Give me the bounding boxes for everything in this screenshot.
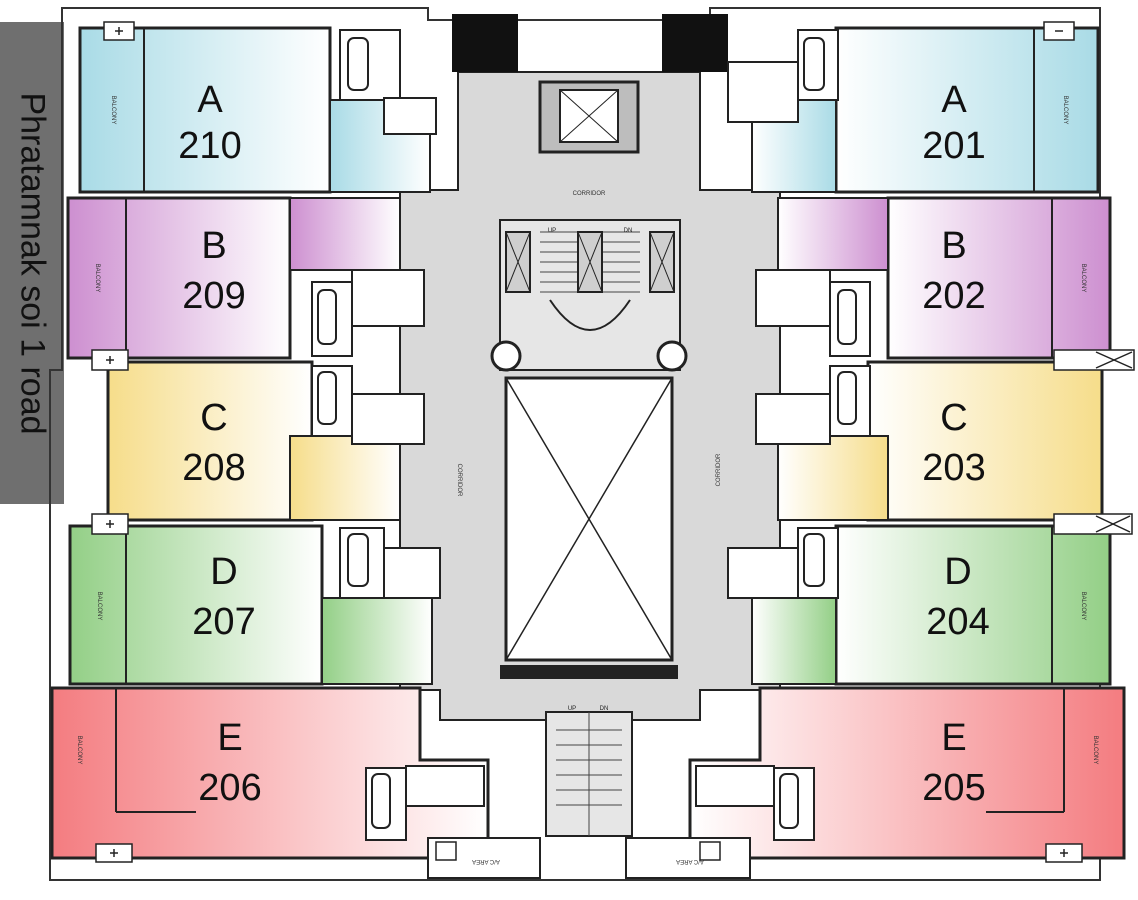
stair-up-label-lower: UP — [568, 706, 576, 712]
unit-number-label: 208 — [182, 447, 245, 489]
unit-210[interactable]: A 210 BALCONY — [78, 26, 437, 194]
road-label-box: Phratamnak soi 1 road — [0, 22, 64, 504]
unit-number-label: 203 — [922, 447, 985, 489]
unit-201[interactable]: A 201 BALCONY — [727, 26, 1100, 194]
ac-area-label: A/C AREA — [472, 858, 500, 864]
unit-209[interactable]: B 209 BALCONY — [66, 196, 425, 360]
unit-type-label: B — [201, 225, 226, 267]
unit-number-label: 209 — [182, 275, 245, 317]
unit-number-label: 204 — [926, 601, 989, 643]
corridor-label-right: CORRIDOR — [716, 453, 722, 486]
balcony-label: BALCONY — [96, 592, 102, 621]
unit-202[interactable]: B 202 BALCONY — [755, 196, 1112, 360]
ac-area-label: A/C AREA — [676, 858, 704, 864]
stair-dn-label: DN — [624, 228, 633, 234]
balcony-label: BALCONY — [1062, 96, 1068, 125]
unit-type-label: B — [941, 225, 966, 267]
core — [399, 14, 781, 837]
unit-type-label: D — [210, 551, 237, 593]
unit-207[interactable]: D 207 BALCONY — [68, 524, 441, 686]
building-outline — [49, 7, 1101, 881]
stair-up-label: UP — [548, 228, 556, 234]
unit-205[interactable]: E 205 BALCONY A/C AREA — [625, 686, 1126, 879]
balcony-label: BALCONY — [1080, 592, 1086, 621]
unit-type-label: E — [217, 717, 242, 759]
balcony-label: BALCONY — [94, 264, 100, 293]
unit-type-label: D — [944, 551, 971, 593]
unit-type-label: A — [941, 79, 967, 121]
corridor-label-left: CORRIDOR — [456, 464, 462, 497]
corridor-label-top: CORRIDOR — [573, 191, 606, 197]
unit-number-label: 205 — [922, 767, 985, 809]
unit-number-label: 201 — [922, 125, 985, 167]
unit-208[interactable]: C 208 — [106, 360, 425, 522]
unit-number-label: 202 — [922, 275, 985, 317]
unit-type-label: C — [200, 397, 227, 439]
unit-203[interactable]: C 203 — [755, 360, 1104, 522]
balcony-label: BALCONY — [76, 736, 82, 765]
balcony-label: BALCONY — [1080, 264, 1086, 293]
unit-type-label: C — [940, 397, 967, 439]
unit-204[interactable]: D 204 BALCONY — [727, 524, 1112, 686]
stair-dn-label-lower: DN — [600, 706, 609, 712]
unit-number-label: 207 — [192, 601, 255, 643]
unit-number-label: 206 — [198, 767, 261, 809]
unit-number-label: 210 — [178, 125, 241, 167]
balcony-label: BALCONY — [110, 96, 116, 125]
balcony-label: BALCONY — [1092, 736, 1098, 765]
unit-type-label: E — [941, 717, 966, 759]
unit-type-label: A — [197, 79, 223, 121]
utility-marks — [106, 27, 1133, 857]
unit-206[interactable]: E 206 BALCONY A/C AREA — [50, 686, 541, 879]
